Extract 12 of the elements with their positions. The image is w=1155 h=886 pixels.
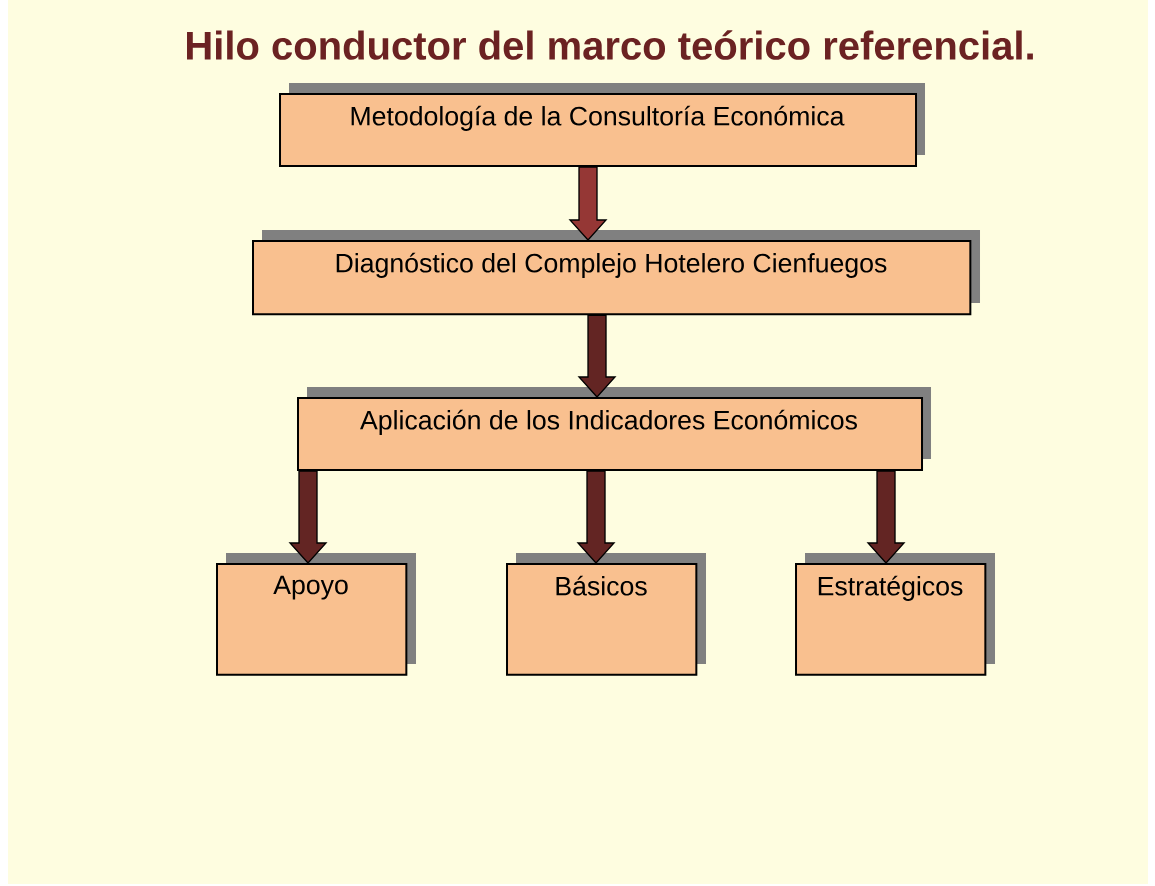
block-arrow	[568, 166, 608, 241]
process-box: Metodología de la Consultoría Económica	[279, 83, 925, 167]
block-arrow	[576, 470, 616, 564]
block-arrow	[577, 314, 617, 398]
block-arrow	[288, 470, 328, 564]
process-box: Aplicación de los Indicadores Económicos	[297, 387, 931, 471]
process-box: Estratégicos	[795, 553, 995, 676]
block-arrow	[866, 470, 906, 564]
process-box: Apoyo	[216, 553, 416, 676]
process-box: Básicos	[506, 553, 706, 676]
process-box: Diagnóstico del Complejo Hotelero Cienfuegos	[252, 230, 980, 316]
title: Hilo conductor del marco teórico referencial.	[187, 30, 1033, 60]
